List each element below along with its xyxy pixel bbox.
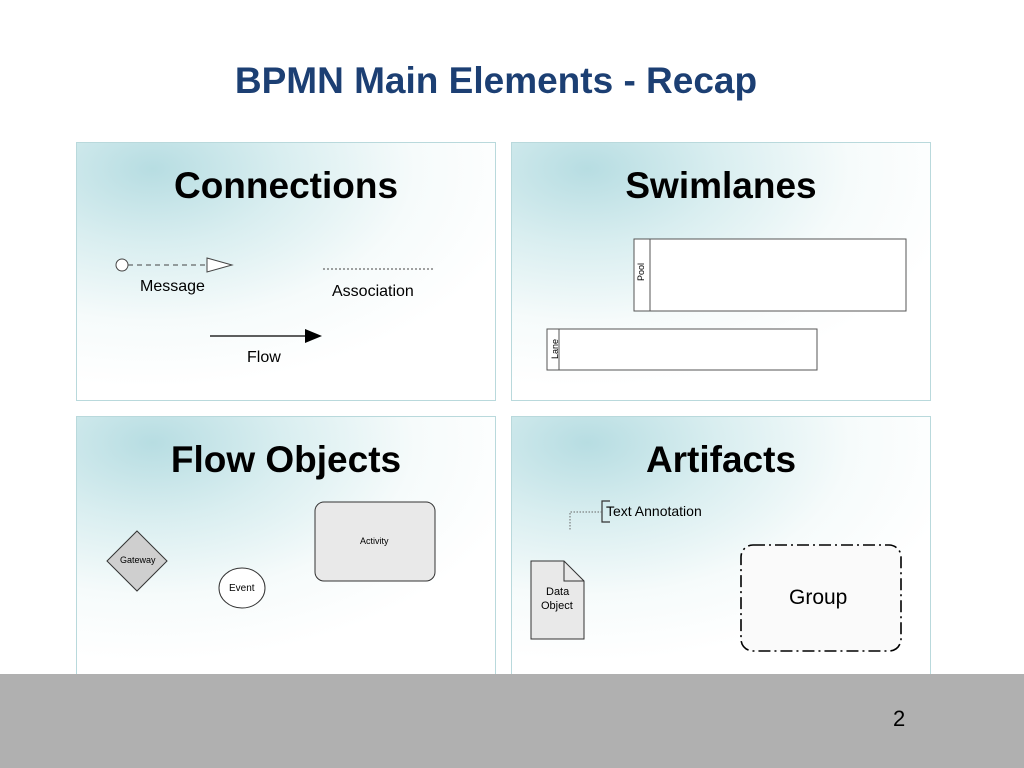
message-label: Message <box>140 278 205 295</box>
footer-bar <box>0 674 1024 768</box>
artifacts-shapes <box>530 500 902 652</box>
message-flow-shape <box>115 257 234 273</box>
activity-label: Activity <box>360 536 389 546</box>
gateway-label: Gateway <box>120 555 156 565</box>
flow-objects-panel: Flow Objects Gateway Event Activity <box>76 416 496 675</box>
artifacts-title: Artifacts <box>645 439 797 480</box>
pool-label: Pool <box>636 262 647 282</box>
flow-label: Flow <box>247 349 281 366</box>
slide-title: BPMN Main Elements - Recap <box>234 60 758 101</box>
pool-shape <box>633 238 907 312</box>
activity-shape <box>314 501 436 582</box>
data-object-label-line2: Object <box>541 600 573 612</box>
artifacts-panel: Artifacts Text Annotation Data Object Gr… <box>511 416 931 675</box>
swimlanes-title: Swimlanes <box>625 165 817 206</box>
flow-objects-shapes <box>106 501 436 609</box>
sequence-flow-shape <box>210 329 322 343</box>
swimlanes-panel: Swimlanes Pool Lane <box>511 142 931 401</box>
page-number: 2 <box>893 706 906 731</box>
text-annotation-shape <box>569 500 610 531</box>
lane-shape <box>546 328 818 371</box>
text-annotation-label: Text Annotation <box>606 503 702 519</box>
event-shape <box>218 567 266 609</box>
data-object-fold <box>563 561 584 582</box>
event-label: Event <box>229 583 255 594</box>
connections-panel: Connections Message Association Flow <box>76 142 496 401</box>
group-label: Group <box>789 586 848 609</box>
connections-title: Connections <box>173 165 399 206</box>
group-shape <box>740 544 902 652</box>
association-label: Association <box>332 283 414 300</box>
lane-label: Lane <box>550 338 561 360</box>
data-object-label-line1: Data <box>546 586 570 598</box>
flow-objects-title: Flow Objects <box>170 439 402 480</box>
gateway-shape <box>106 530 168 592</box>
swimlanes-shapes <box>546 238 907 371</box>
connections-shapes <box>115 257 434 343</box>
